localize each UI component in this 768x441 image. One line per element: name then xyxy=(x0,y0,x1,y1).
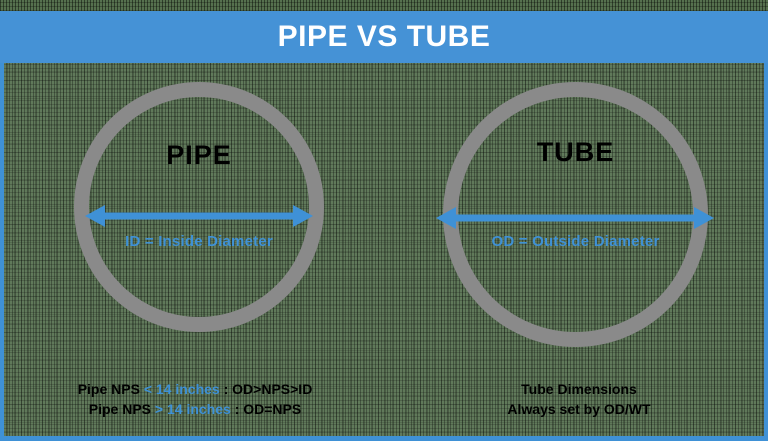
pipe-label: PIPE xyxy=(166,140,232,170)
inside-diameter-arrow xyxy=(85,205,313,227)
pipe-footnote-line-2-highlight: > 14 inches xyxy=(154,401,231,417)
frame-border-left xyxy=(0,63,4,441)
pipe-footnote-line-1-pre: Pipe NPS xyxy=(77,381,144,397)
pipe-diameter-caption: ID = Inside Diameter xyxy=(125,233,273,250)
pipe-footnote-line-1: Pipe NPS < 14 inches : OD>NPS>ID xyxy=(0,379,390,399)
pipe-footnote-line-2: Pipe NPS > 14 inches : OD=NPS xyxy=(0,399,390,419)
frame-border-right xyxy=(764,63,768,441)
tube-footnote-line-2: Always set by OD/WT xyxy=(507,401,651,417)
top-edge-strip xyxy=(0,0,768,11)
tube-footnote: Tube Dimensions Always set by OD/WT xyxy=(390,379,768,419)
pipe-footnote: Pipe NPS < 14 inches : OD>NPS>ID Pipe NP… xyxy=(0,379,390,419)
pipe-footnote-line-1-highlight: < 14 inches xyxy=(143,381,220,397)
pipe-footnote-line-2-pre: Pipe NPS xyxy=(88,401,155,417)
frame-border-bottom xyxy=(0,436,768,441)
title-banner: PIPE VS TUBE xyxy=(0,11,768,63)
pipe-footnote-line-1-post: : OD>NPS>ID xyxy=(219,381,313,397)
tube-footnote-line-1: Tube Dimensions xyxy=(521,381,637,397)
pipe-footnote-line-2-post: : OD=NPS xyxy=(230,401,302,417)
outside-diameter-arrow xyxy=(436,207,714,229)
tube-diameter-caption: OD = Outside Diameter xyxy=(491,233,660,250)
tube-label: TUBE xyxy=(536,137,615,167)
page-title: PIPE VS TUBE xyxy=(277,20,491,53)
